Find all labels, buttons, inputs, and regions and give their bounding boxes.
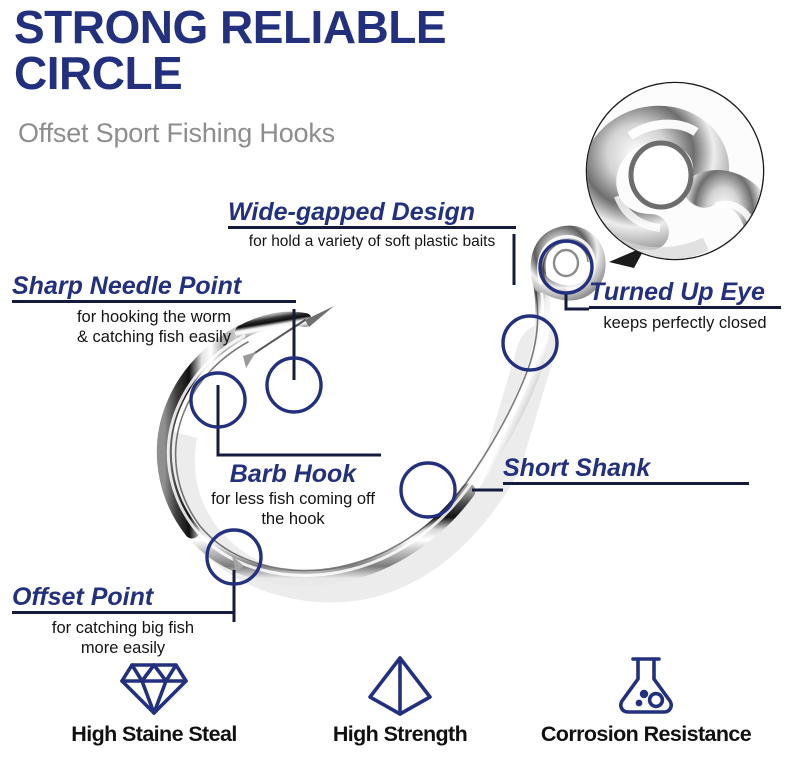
callout-label: Offset Point xyxy=(12,583,154,611)
callout-turned-up-eye: Turned Up Eye keeps perfectly closed xyxy=(589,278,781,333)
flask-icon xyxy=(619,657,673,714)
callout-description: for hold a variety of soft plastic baits xyxy=(248,233,496,250)
page-title: STRONG RELIABLE CIRCLE xyxy=(14,1,447,99)
callout-short-shank: Short Shank xyxy=(503,454,749,485)
callout-barb-hook: Barb Hook for less fish coming off the h… xyxy=(205,460,381,529)
feature-high-strength: High Strength xyxy=(277,655,523,747)
page-subtitle: Offset Sport Fishing Hooks xyxy=(18,118,335,148)
needle-tip xyxy=(305,306,334,327)
callout-rule xyxy=(228,226,516,229)
callout-rule xyxy=(12,300,296,303)
callout-offset-point: Offset Point for catching big fish more … xyxy=(12,583,234,658)
feature-badges-row: High Staine Steal High Strength Corrosio… xyxy=(0,655,800,763)
feature-label: Corrosion Resistance xyxy=(540,722,752,746)
eye-closeup-inset xyxy=(585,81,765,268)
callout-label: Turned Up Eye xyxy=(589,278,765,306)
callout-description: for less fish coming off the hook xyxy=(211,490,375,528)
feature-high-staine-steal: High Staine Steal xyxy=(31,655,277,747)
callout-rule xyxy=(12,611,234,614)
marker-sharp-needle-point xyxy=(265,356,323,414)
marker-wide-gapped-design xyxy=(538,239,594,295)
callout-label: Sharp Needle Point xyxy=(12,272,242,300)
callout-label: Barb Hook xyxy=(229,460,357,488)
callout-description: for catching big fish more easily xyxy=(51,619,195,657)
pyramid-icon xyxy=(368,656,432,716)
marker-barb-hook xyxy=(189,371,247,429)
callout-label: Wide-gapped Design xyxy=(228,198,476,226)
leader-barb-hook xyxy=(216,385,381,457)
diamond-icon xyxy=(120,663,188,715)
feature-corrosion-resistance: Corrosion Resistance xyxy=(523,655,769,747)
callout-rule xyxy=(589,306,781,309)
marker-offset-point xyxy=(205,528,263,586)
callout-wide-gapped-design: Wide-gapped Design for hold a variety of… xyxy=(228,198,516,252)
callout-sharp-needle-point: Sharp Needle Point for hooking the worm … xyxy=(12,272,296,347)
callout-description: keeps perfectly closed xyxy=(603,314,767,332)
marker-short-shank xyxy=(399,461,457,519)
feature-label: High Strength xyxy=(332,722,468,746)
leader-turned-up-eye xyxy=(564,292,589,311)
marker-turned-up-eye xyxy=(501,314,559,372)
callout-description: for hooking the worm & catching fish eas… xyxy=(76,308,232,346)
feature-label: High Staine Steal xyxy=(71,722,237,746)
callout-label: Short Shank xyxy=(503,454,651,482)
callout-rule xyxy=(503,482,749,485)
